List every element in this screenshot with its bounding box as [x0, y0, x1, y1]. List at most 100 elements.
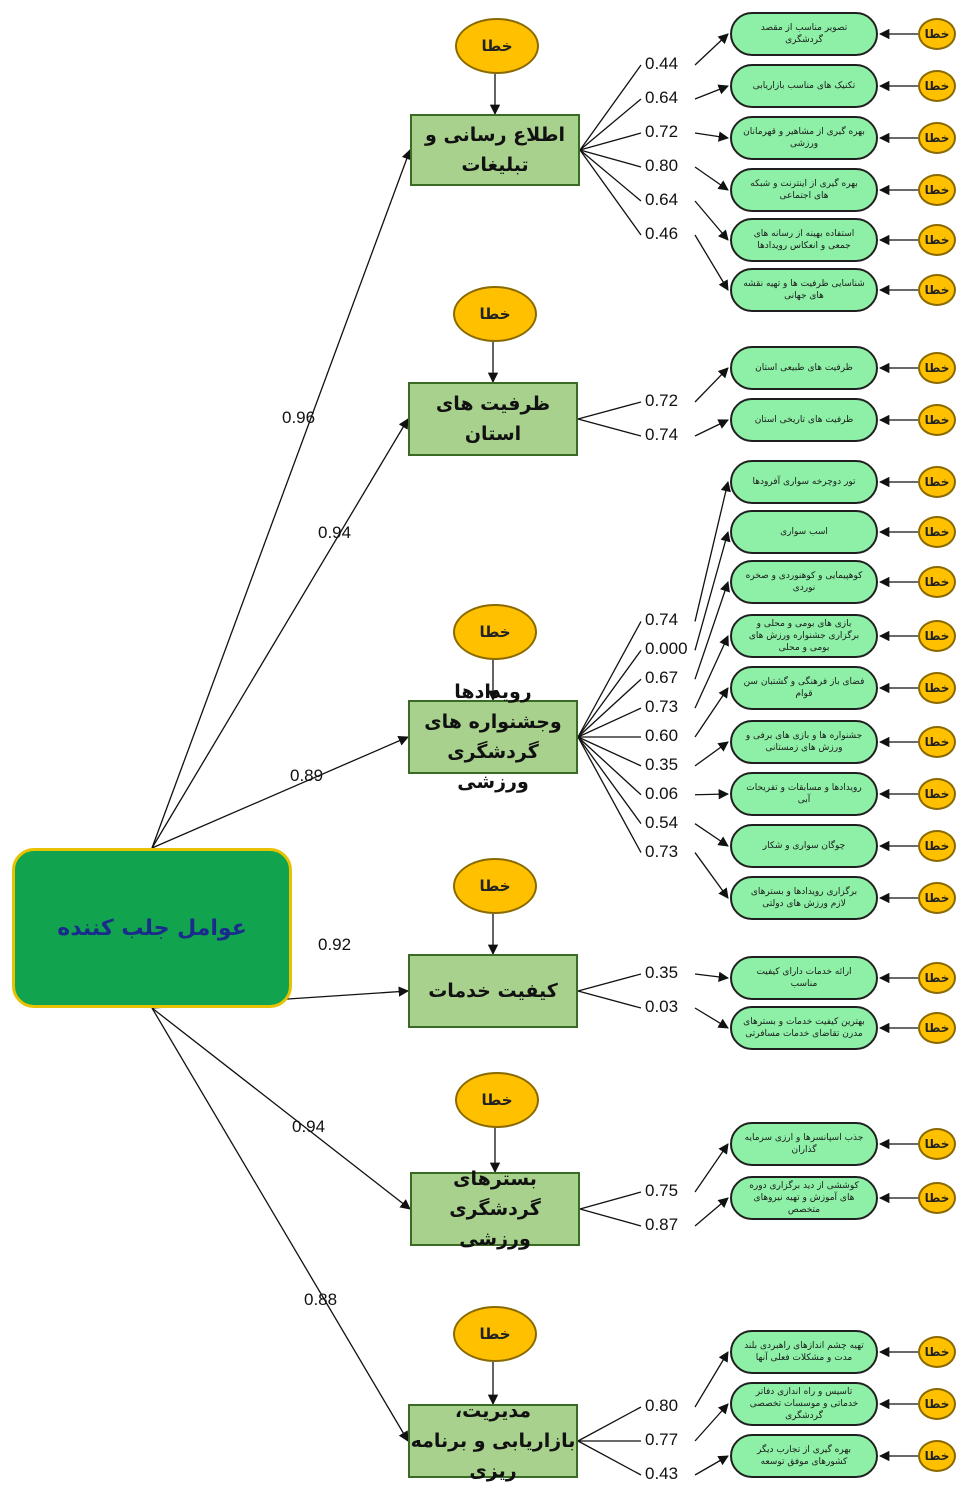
loading-weight-label: 0.87 — [645, 1215, 679, 1234]
indicator-error-ellipse: خطا — [918, 726, 956, 758]
factor-to-indicator-line — [577, 1406, 642, 1442]
factor-box-f6: مدیریت، بازاریابی و برنامه ریزی — [408, 1400, 578, 1482]
indicator-error-ellipse: خطا — [918, 830, 956, 862]
factor-error-ellipse: خطا — [453, 286, 537, 342]
loading-weight-label: 0.75 — [645, 1181, 679, 1200]
factor-to-indicator-line — [577, 1440, 642, 1476]
indicator-error-ellipse: خطا — [918, 1440, 956, 1472]
indicator-box: بهره گیری از مشاهیر و قهرمانان ورزشی — [730, 116, 878, 160]
indicator-box: جذب اسپانسرها و ارزی سرمایه گذاران — [730, 1122, 878, 1166]
path-weight-label: 0.89 — [290, 766, 324, 785]
factor-to-indicator-arrow — [694, 852, 729, 899]
factor-to-indicator-line — [579, 1208, 642, 1227]
indicator-box: ظرفیت های تاریخی استان — [730, 398, 878, 442]
indicator-error-ellipse: خطا — [918, 620, 956, 652]
factor-to-indicator-arrow — [694, 1007, 729, 1029]
loading-weight-label: 0.77 — [645, 1430, 679, 1449]
indicator-box: بهره گیری از اینترنت و شبکه های اجتماعی — [730, 168, 878, 212]
indicator-box: شناسایی ظرفیت ها و تهیه نقشه های جهانی — [730, 268, 878, 312]
indicator-error-ellipse: خطا — [918, 70, 956, 102]
indicator-error-ellipse: خطا — [918, 174, 956, 206]
factor-to-indicator-arrow — [694, 200, 729, 241]
loading-weight-label: 0.73 — [645, 697, 679, 717]
factor-to-indicator-arrow — [694, 823, 729, 847]
indicator-box: تکنیک های مناسب بازاریابی — [730, 64, 878, 108]
indicator-box: رویدادها و مسابقات و تفریحات آبی — [730, 772, 878, 816]
factor-to-indicator-line — [579, 132, 642, 151]
factor-to-indicator-line — [579, 149, 642, 168]
loading-weight-label: 0.73 — [645, 841, 679, 861]
loading-weight-label: 0.54 — [645, 812, 679, 832]
factor-box-f1: اطلاع رسانی و تبلیغات — [410, 114, 580, 186]
indicator-box: کوششی از دید برگزاری دوره های آموزش و ته… — [730, 1176, 878, 1220]
main-to-factor-arrow — [151, 735, 409, 849]
indicator-box: کوهپیمایی و کوهنوردی و صخره نوردی — [730, 560, 878, 604]
factor-to-indicator-arrow — [694, 635, 729, 709]
loading-weight-label: 0.000 — [645, 639, 688, 659]
factor-to-indicator-line — [577, 990, 642, 1009]
loading-weight-label: 0.43 — [645, 1464, 679, 1483]
factor-to-indicator-arrow — [694, 84, 729, 100]
factor-to-indicator-arrow — [694, 1351, 729, 1408]
path-weight-label: 0.94 — [318, 523, 352, 542]
factor-box-f2: ظرفیت های استان — [408, 382, 578, 456]
factor-to-indicator-arrow — [694, 480, 731, 622]
loading-weight-label: 0.60 — [645, 726, 679, 745]
indicator-box: چوگان سواری و شکار — [730, 824, 878, 868]
factor-to-indicator-line — [577, 707, 642, 738]
indicator-error-ellipse: خطا — [918, 224, 956, 256]
path-weight-label: 0.92 — [318, 935, 352, 954]
indicator-box: بهره گیری از تجارب دیگر کشورهای موفق توس… — [730, 1434, 878, 1478]
factor-box-f3: رویدادها وجشنواره های گردشگری ورزشی — [408, 681, 578, 793]
factor-to-indicator-line — [579, 149, 642, 202]
indicator-box: تور دوچرخه سواری آفرودها — [730, 460, 878, 504]
factor-to-indicator-arrow — [694, 1143, 729, 1193]
indicator-error-ellipse: خطا — [918, 352, 956, 384]
factor-to-indicator-arrow — [694, 581, 730, 680]
loading-weight-label: 0.35 — [645, 963, 679, 982]
indicator-box: ارائه خدمات دارای کیفیت مناسب — [730, 956, 878, 1000]
factor-to-indicator-line — [579, 64, 642, 151]
factor-to-indicator-line — [577, 736, 642, 825]
indicator-error-ellipse: خطا — [918, 1336, 956, 1368]
main-to-factor-arrow — [151, 149, 412, 849]
factor-error-ellipse: خطا — [453, 858, 537, 914]
main-factor-label: عوامل جلب کننده — [57, 915, 247, 941]
factor-to-indicator-arrow — [694, 1403, 729, 1442]
factor-to-indicator-line — [577, 621, 642, 738]
indicator-error-ellipse: خطا — [918, 672, 956, 704]
loading-weight-label: 0.74 — [645, 610, 679, 630]
indicator-error-ellipse: خطا — [918, 516, 956, 548]
factor-to-indicator-line — [577, 736, 642, 767]
main-factor-box: عوامل جلب کننده — [12, 848, 292, 1008]
factor-to-indicator-arrow — [694, 131, 730, 142]
factor-to-indicator-line — [577, 736, 642, 796]
indicator-error-ellipse: خطا — [918, 1388, 956, 1420]
factor-to-indicator-arrow — [694, 419, 729, 437]
factor-to-indicator-arrow — [694, 1455, 729, 1476]
main-to-factor-arrow — [151, 418, 409, 849]
indicator-box: تاسیس و راه اندازی دفاتر خدماتی و موسسات… — [730, 1382, 878, 1426]
factor-to-indicator-line — [579, 1191, 642, 1210]
loading-weight-label: 0.72 — [645, 391, 679, 410]
loading-weight-label: 0.72 — [645, 122, 679, 141]
loading-weight-label: 0.67 — [645, 668, 679, 688]
factor-to-indicator-line — [579, 98, 642, 151]
indicator-box: بهترین کیفیت خدمات و بسترهای مدرن تقاضای… — [730, 1006, 878, 1050]
factor-to-indicator-arrow — [694, 971, 730, 983]
factor-to-indicator-arrow — [694, 1197, 729, 1227]
factor-to-indicator-arrow — [694, 33, 729, 66]
indicator-error-ellipse: خطا — [918, 566, 956, 598]
factor-to-indicator-arrow — [694, 166, 729, 191]
indicator-box: جشنواره ها و بازی های برفی و ورزش های زم… — [730, 720, 878, 764]
indicator-error-ellipse: خطا — [918, 962, 956, 994]
loading-weight-label: 0.80 — [645, 156, 679, 175]
indicator-error-ellipse: خطا — [918, 274, 956, 306]
factor-to-indicator-line — [577, 736, 642, 853]
factor-to-indicator-line — [577, 678, 642, 738]
indicator-box: برگزاری رویدادها و بسترهای لازم ورزش های… — [730, 876, 878, 920]
loading-weight-label: 0.06 — [645, 783, 679, 803]
indicator-box: تهیه چشم اندازهای راهبردی بلند مدت و مشک… — [730, 1330, 878, 1374]
factor-to-indicator-line — [577, 401, 642, 420]
